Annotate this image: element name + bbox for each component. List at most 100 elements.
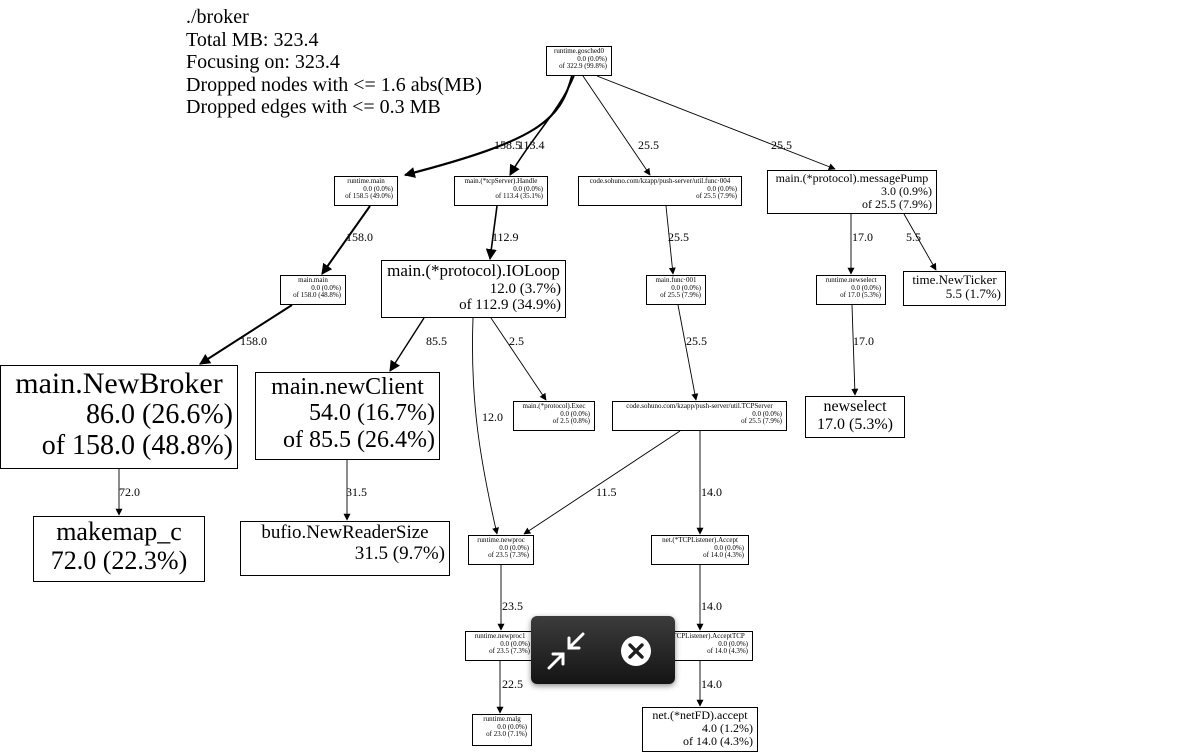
node-name: main.(*protocol).messagePump xyxy=(775,171,929,185)
edge-label: 12.0 xyxy=(482,410,503,424)
header-line: Dropped edges with <= 0.3 MB xyxy=(186,96,441,118)
node-stat: of 23.5 (7.3%) xyxy=(488,551,529,560)
close-icon xyxy=(621,636,651,666)
node-func004[interactable]: code.sohuno.com/kzapp/push-server/util.f… xyxy=(578,176,742,206)
node-name: main.(*protocol).IOLoop xyxy=(387,261,560,280)
node-stat: 0.0 (0.0%) xyxy=(497,722,527,731)
edge-ioloop-to-newproc xyxy=(472,317,500,535)
edge-func004-to-func001 xyxy=(665,205,676,275)
fullscreen-controls xyxy=(531,616,675,684)
edge-ioloop-to-exec xyxy=(490,317,547,401)
node-stat: 12.0 (3.7%) xyxy=(489,280,561,297)
edge-label: 14.0 xyxy=(701,677,722,691)
node-stat: of 113.4 (35.1%) xyxy=(495,192,543,201)
node-stat: of 23.5 (7.3%) xyxy=(489,647,530,656)
node-stat: 0.0 (0.0%) xyxy=(500,639,530,648)
node-name: net.(*netFD).accept xyxy=(652,708,748,722)
node-stat: of 158.5 (49.0%) xyxy=(345,192,393,201)
edge-label: 113.4 xyxy=(518,138,545,152)
edge-label: 31.5 xyxy=(346,485,367,499)
edge-label: 22.5 xyxy=(502,677,523,691)
node-tcpserver_util[interactable]: code.sohuno.com/kzapp/push-server/util.T… xyxy=(612,401,787,431)
edge-tcpserver_util-to-newproc xyxy=(523,430,681,535)
profile-header: ./broker Total MB: 323.4 Focusing on: 32… xyxy=(186,6,482,119)
close-button[interactable] xyxy=(617,632,655,670)
node-name: main.main xyxy=(298,276,328,284)
header-line: Total MB: 323.4 xyxy=(186,28,319,51)
node-stat: of 14.0 (4.3%) xyxy=(683,734,753,749)
node-name: runtime.gosched0 xyxy=(554,47,604,55)
node-name: runtime.newproc xyxy=(477,536,525,544)
edge-gosched0-to-messagepump xyxy=(596,75,836,170)
node-stat: 0.0 (0.0%) xyxy=(513,184,543,193)
node-name: main.(*tcpServer).Handle xyxy=(464,177,538,185)
edge-label: 5.5 xyxy=(906,230,921,244)
node-stat: 0.0 (0.0%) xyxy=(707,184,737,193)
edge-label: 23.5 xyxy=(502,599,523,613)
edge-main_main-to-newbroker xyxy=(199,304,293,365)
node-stat: 0.0 (0.0%) xyxy=(851,283,881,292)
node-stat: 3.0 (0.9%) xyxy=(881,184,932,199)
node-name: makemap_c xyxy=(56,517,182,546)
node-stat: of 17.0 (5.3%) xyxy=(840,291,881,300)
node-name: time.NewTicker xyxy=(912,272,997,287)
edge-label: 25.5 xyxy=(686,334,707,348)
exit-fullscreen-button[interactable] xyxy=(547,632,585,670)
node-stat: 0.0 (0.0%) xyxy=(577,54,607,63)
edge-label: 72.0 xyxy=(119,485,140,499)
node-stat: of 25.5 (7.9%) xyxy=(862,197,932,212)
node-name: main.func·001 xyxy=(655,276,697,284)
node-stat: of 14.0 (4.3%) xyxy=(703,551,744,560)
edge-gosched0-to-func004 xyxy=(582,75,651,176)
node-stat: of 14.0 (4.3%) xyxy=(707,647,748,656)
node-stat: of 2.5 (0.8%) xyxy=(552,417,590,426)
node-stat: of 25.5 (7.9%) xyxy=(741,417,782,426)
edge-label: 158.0 xyxy=(240,334,267,348)
edge-rt_newselect-to-newselect xyxy=(851,304,859,396)
node-stat: of 158.0 (48.8%) xyxy=(41,429,233,461)
node-name: main.newClient xyxy=(271,374,424,400)
node-stat: 0.0 (0.0%) xyxy=(752,409,782,418)
header-line: Dropped nodes with <= 1.6 abs(MB) xyxy=(186,73,482,96)
node-stat: 31.5 (9.7%) xyxy=(354,542,445,564)
node-stat: 0.0 (0.0%) xyxy=(499,543,529,552)
node-stat: of 23.0 (7.1%) xyxy=(486,730,527,739)
node-stat: 86.0 (26.6%) xyxy=(86,399,233,430)
edge-label: 112.9 xyxy=(492,230,519,244)
edge-messagepump-to-newticker xyxy=(903,213,937,271)
node-name: runtime.main xyxy=(347,177,385,185)
node-stat: of 85.5 (26.4%) xyxy=(283,426,435,453)
node-stat: 0.0 (0.0%) xyxy=(363,184,393,193)
edge-label: 17.0 xyxy=(852,230,873,244)
node-stat: 0.0 (0.0%) xyxy=(560,409,590,418)
node-name: runtime.newselect xyxy=(825,276,877,284)
edge-label: 25.5 xyxy=(771,138,792,152)
node-stat: of 322.9 (99.8%) xyxy=(559,62,607,71)
node-name: main.NewBroker xyxy=(15,367,223,400)
edge-label: 2.5 xyxy=(509,334,524,348)
edge-label: 158.5 xyxy=(494,138,521,152)
exit-fullscreen-icon xyxy=(547,632,585,670)
edge-runtime_main-to-main_main xyxy=(321,205,371,275)
